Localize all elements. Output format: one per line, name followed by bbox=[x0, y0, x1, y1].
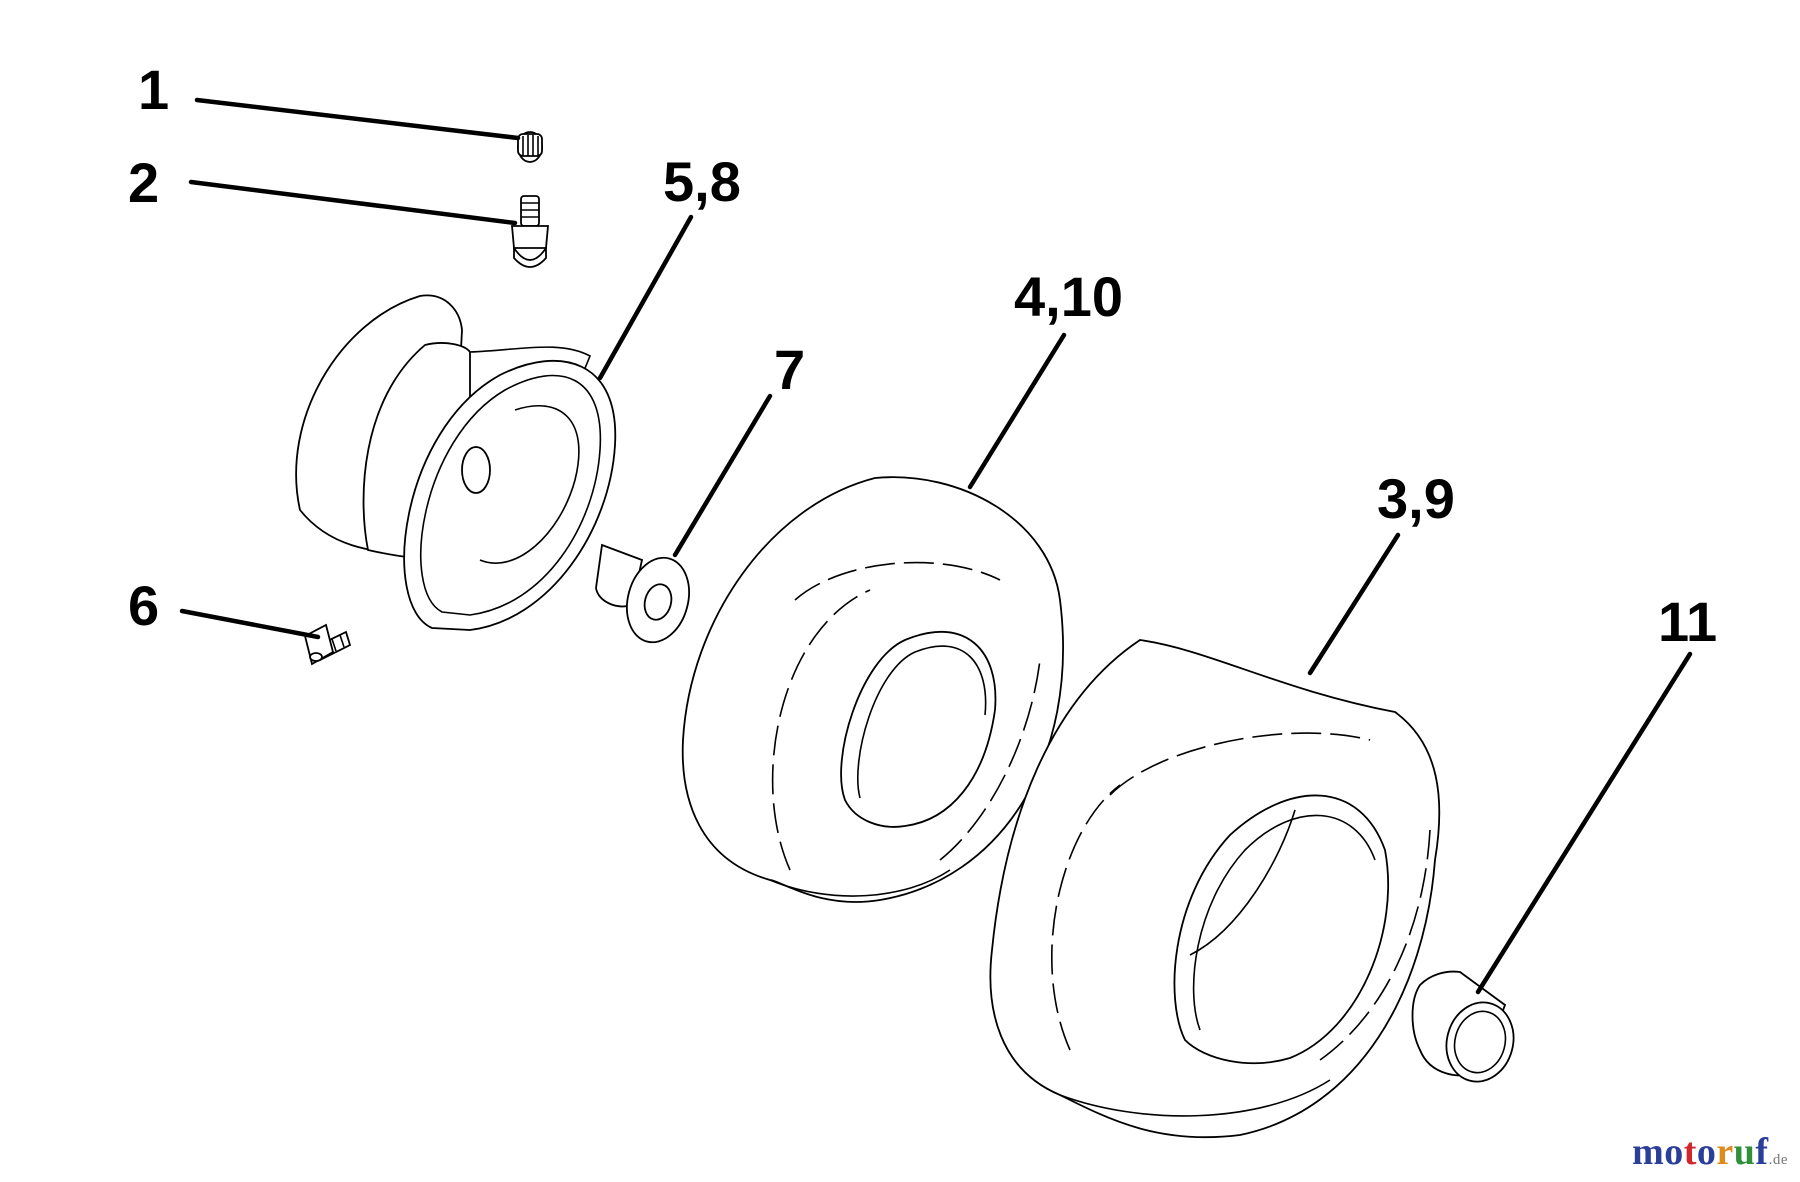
valve-cap-part bbox=[517, 131, 543, 163]
callout-6: 6 bbox=[128, 574, 159, 637]
leader-line-6 bbox=[179, 608, 321, 640]
wheel-rim-part bbox=[295, 294, 617, 631]
watermark-letters: motoruf bbox=[1632, 1131, 1768, 1173]
watermark-letter: m bbox=[1632, 1131, 1665, 1173]
watermark-tld: .de bbox=[1768, 1152, 1788, 1168]
callout-11: 11 bbox=[1658, 590, 1717, 653]
callout-4-10: 4,10 bbox=[1014, 265, 1123, 328]
callout-1: 1 bbox=[138, 58, 169, 121]
watermark-letter: u bbox=[1733, 1131, 1756, 1173]
watermark-letter: o bbox=[1696, 1131, 1717, 1173]
leader-line-5-8 bbox=[597, 214, 694, 381]
watermark-letter: t bbox=[1683, 1131, 1697, 1173]
callout-5-8: 5,8 bbox=[663, 150, 741, 213]
motoruf-watermark: motoruf.de bbox=[1632, 1130, 1788, 1174]
leader-line-4-10 bbox=[967, 332, 1067, 490]
leader-line-3-9 bbox=[1307, 532, 1401, 676]
valve-stem-part bbox=[511, 195, 549, 268]
grease-fitting-part bbox=[303, 623, 352, 666]
leader-line-11 bbox=[1475, 651, 1693, 995]
bushing-part bbox=[595, 543, 690, 644]
leader-line-7 bbox=[672, 393, 773, 558]
rear-tire-part bbox=[989, 639, 1441, 1139]
callout-3-9: 3,9 bbox=[1377, 467, 1455, 530]
callout-2: 2 bbox=[128, 151, 159, 214]
front-tire-part bbox=[681, 476, 1064, 903]
watermark-letter: f bbox=[1755, 1131, 1769, 1173]
watermark-letter: o bbox=[1664, 1131, 1684, 1173]
watermark-letter: r bbox=[1716, 1131, 1734, 1173]
leader-line-1 bbox=[194, 97, 521, 141]
leader-line-2 bbox=[188, 179, 518, 226]
callout-7: 7 bbox=[774, 338, 805, 401]
hub-cap-part bbox=[1411, 970, 1515, 1083]
